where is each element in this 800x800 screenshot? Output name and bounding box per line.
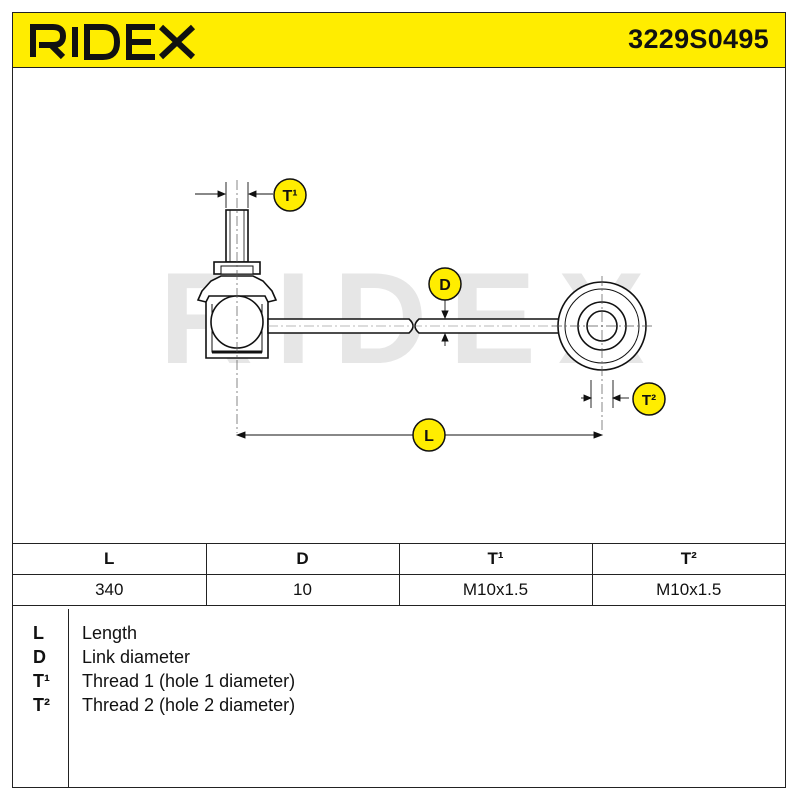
header-bar: 3229S0495: [13, 13, 785, 68]
legend-item: T¹ Thread 1 (hole 1 diameter): [13, 671, 785, 695]
svg-text:T¹: T¹: [282, 188, 297, 205]
legend-description: Link diameter: [82, 647, 191, 667]
callout-l: L: [412, 418, 446, 452]
legend-item: D Link diameter: [13, 647, 785, 671]
spec-header-l: L: [13, 543, 207, 575]
callout-d: D: [428, 267, 462, 301]
legend-divider: [68, 609, 69, 787]
legend-description: Thread 2 (hole 2 diameter): [82, 695, 296, 715]
legend-symbol: T²: [33, 695, 50, 715]
brand-logo-graphic: [30, 24, 196, 60]
eye-end: [552, 276, 652, 433]
legend-symbol: L: [33, 623, 44, 643]
spec-value-l: 340: [13, 574, 207, 606]
dimension-d: [441, 300, 449, 346]
legend-description: Thread 1 (hole 1 diameter): [82, 671, 296, 691]
spec-table: L D T¹ T² 340 10 M10x1.5 M10x1.5: [13, 543, 785, 606]
svg-text:L: L: [424, 428, 434, 445]
spec-header-t2: T²: [591, 543, 785, 575]
svg-text:T²: T²: [642, 392, 656, 409]
spec-header-d: D: [205, 543, 400, 575]
stabilizer-link-drawing: RIDEX: [159, 178, 666, 452]
svg-text:D: D: [439, 277, 451, 294]
spec-value-t2: M10x1.5: [591, 574, 785, 606]
legend-item: T² Thread 2 (hole 2 diameter): [13, 695, 785, 719]
legend-symbol: T¹: [33, 671, 50, 691]
legend-item: L Length: [13, 623, 785, 647]
technical-drawing: RIDEX: [13, 68, 785, 543]
spec-header-t1: T¹: [398, 543, 593, 575]
product-sheet: 3229S0495 RIDEX: [12, 12, 786, 788]
legend-symbol: D: [33, 647, 46, 667]
part-number: 3229S0495: [628, 24, 769, 54]
brand-logo: [29, 19, 199, 66]
dimension-t1: [195, 182, 273, 208]
legend-description: Length: [82, 623, 138, 643]
spec-header-row: L D T¹ T²: [13, 543, 785, 575]
spec-value-row: 340 10 M10x1.5 M10x1.5: [13, 574, 785, 606]
link-rod: [267, 318, 566, 334]
callout-t1: T¹: [273, 178, 307, 212]
spec-value-t1: M10x1.5: [398, 574, 593, 606]
callout-t2: T²: [632, 382, 666, 416]
dimension-t2: [581, 380, 629, 408]
spec-value-d: 10: [205, 574, 400, 606]
legend: L Length D Link diameter T¹ Thread 1 (ho…: [13, 609, 785, 787]
